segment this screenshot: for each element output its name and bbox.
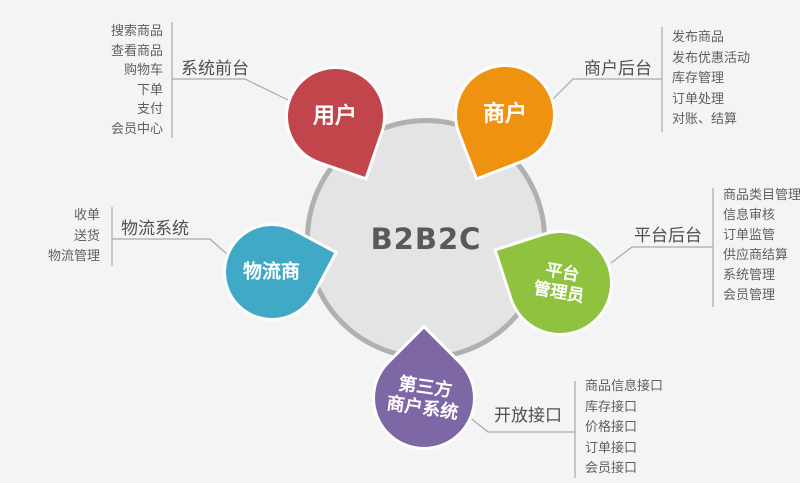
list-item: 搜索商品 [110, 24, 163, 39]
list-item: 订单监管 [723, 228, 776, 243]
petal-logistics-provider-label: 物流商 [243, 260, 301, 283]
group-items-system-frontend: 搜索商品 查看商品 购物车 下单 支付 会员中心 [60, 22, 163, 140]
group-label-logistics-system: 物流系统 [121, 219, 189, 239]
list-item: 订单接口 [585, 440, 638, 456]
list-item: 商品信息接口 [585, 379, 664, 394]
list-item: 收单 [73, 208, 100, 223]
group-label-open-api: 开放接口 [494, 406, 562, 426]
list-item: 商品类目管理 [723, 188, 800, 203]
list-item: 会员中心 [110, 121, 163, 137]
list-item: 价格接口 [585, 420, 638, 435]
group-label-platform-backend: 平台后台 [634, 226, 702, 246]
list-item: 对账、结算 [672, 112, 738, 127]
list-item: 物流管理 [47, 249, 100, 264]
petal-third-party-merchant-system-label: 第三方 商户系统 [385, 373, 460, 424]
logistics-connector [112, 238, 239, 265]
list-item: 供应商结算 [723, 248, 789, 263]
petal-user-label: 用户 [313, 103, 358, 129]
frontend-connector [172, 78, 289, 101]
list-item: 支付 [136, 102, 163, 118]
group-items-merchant-backend: 发布商品 发布优惠活动 库存管理 订单处理 对账、结算 [672, 28, 750, 131]
petal-platform-admin-label: 平台 管理员 [531, 260, 586, 308]
list-item: 库存管理 [672, 71, 725, 86]
list-item: 系统管理 [723, 268, 776, 283]
list-item: 购物车 [123, 63, 163, 79]
center-label: B2B2C [370, 222, 482, 256]
list-item: 发布商品 [672, 30, 725, 45]
open-api-connector [467, 415, 575, 433]
list-item: 会员管理 [723, 288, 776, 303]
list-item: 订单处理 [672, 91, 725, 107]
platform-backend-connector [610, 246, 713, 264]
list-item: 下单 [136, 82, 163, 98]
group-items-logistics-system: 收单 送货 物流管理 [30, 206, 100, 268]
list-item: 会员接口 [585, 461, 638, 476]
list-item: 发布优惠活动 [672, 50, 751, 66]
merchant-backend-connector [551, 78, 662, 101]
group-items-platform-backend: 商品类目管理 信息审核 订单监管 供应商结算 系统管理 会员管理 [723, 186, 800, 306]
petal-merchant-label: 商户 [482, 102, 527, 128]
list-item: 库存接口 [585, 399, 638, 415]
group-label-merchant-backend: 商户后台 [584, 59, 652, 79]
group-label-system-frontend: 系统前台 [181, 59, 249, 79]
list-item: 信息审核 [723, 208, 776, 223]
list-item: 查看商品 [110, 43, 163, 59]
group-items-open-api: 商品信息接口 库存接口 价格接口 订单接口 会员接口 [585, 377, 663, 480]
list-item: 送货 [73, 228, 100, 244]
